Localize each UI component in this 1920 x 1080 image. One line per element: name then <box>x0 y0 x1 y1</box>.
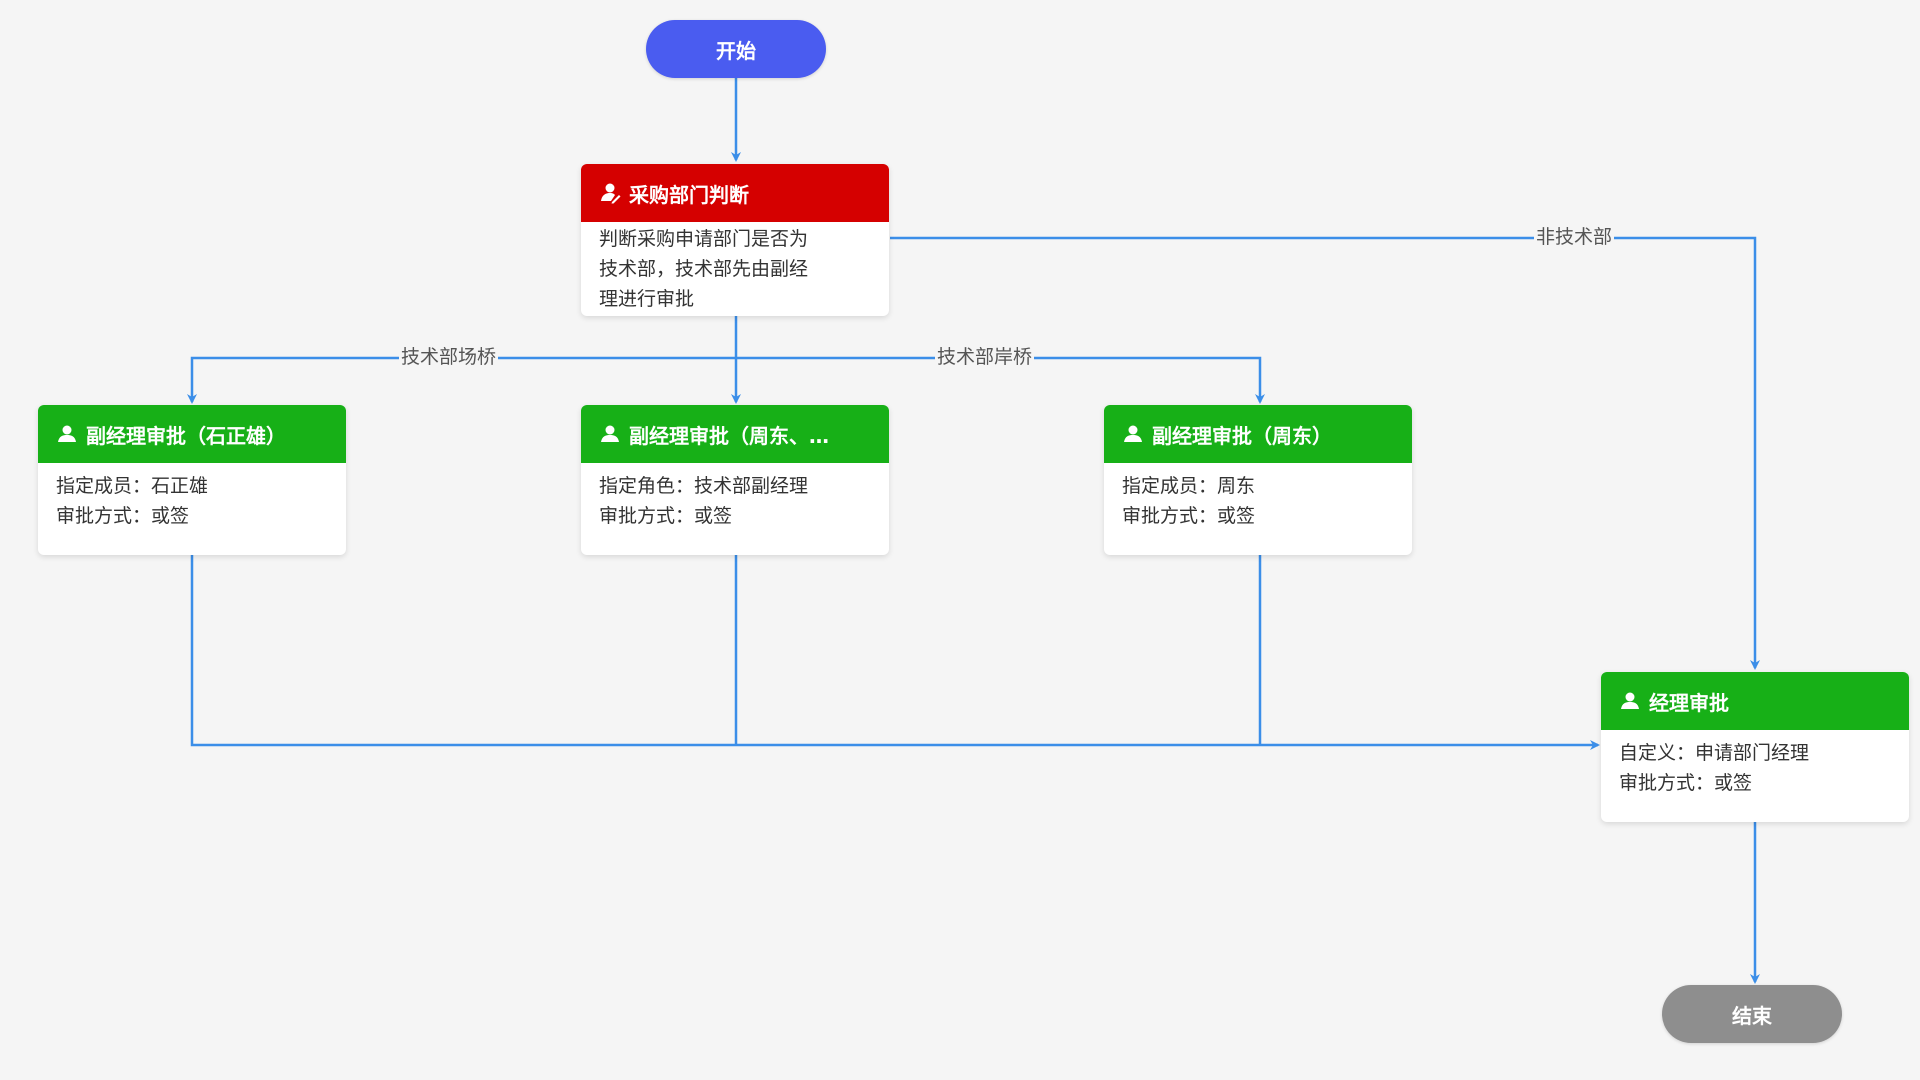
approval-detail-line: 指定成员：石正雄 <box>56 475 209 497</box>
decision-desc-line: 技术部，技术部先由副经 <box>599 258 809 280</box>
edge-approval-1-to-manager <box>190 555 1600 750</box>
approval-node-3-header: 副经理审批（周东） <box>1104 405 1412 463</box>
approval-node-2-title: 副经理审批（周东、… <box>629 423 829 448</box>
user-icon <box>56 423 78 445</box>
end-node[interactable]: 结束 <box>1662 985 1842 1043</box>
approval-node-3[interactable]: 副经理审批（周东） 指定成员：周东 审批方式：或签 <box>1104 405 1412 555</box>
decision-desc-line: 理进行审批 <box>599 288 695 310</box>
manager-approval-node-header: 经理审批 <box>1601 672 1909 730</box>
user-icon <box>1619 690 1641 712</box>
start-node[interactable]: 开始 <box>646 20 826 78</box>
decision-node-body: 判断采购申请部门是否为 技术部，技术部先由副经 理进行审批 <box>581 222 889 316</box>
approval-node-1-header: 副经理审批（石正雄） <box>38 405 346 463</box>
approval-node-2[interactable]: 副经理审批（周东、… 指定角色：技术部副经理 审批方式：或签 <box>581 405 889 555</box>
approval-detail-line: 指定角色：技术部副经理 <box>599 475 809 497</box>
decision-node-header: 采购部门判断 <box>581 164 889 222</box>
approval-detail-line: 审批方式：或签 <box>1122 505 1256 527</box>
approval-node-3-body: 指定成员：周东 审批方式：或签 <box>1104 463 1412 543</box>
approval-node-1[interactable]: 副经理审批（石正雄） 指定成员：石正雄 审批方式：或签 <box>38 405 346 555</box>
approval-detail-line: 审批方式：或签 <box>56 505 190 527</box>
approval-detail-line: 自定义：申请部门经理 <box>1619 742 1810 764</box>
approval-node-2-body: 指定角色：技术部副经理 审批方式：或签 <box>581 463 889 543</box>
decision-node[interactable]: 采购部门判断 判断采购申请部门是否为 技术部，技术部先由副经 理进行审批 <box>581 164 889 316</box>
decision-node-title: 采购部门判断 <box>629 182 749 207</box>
user-icon <box>1122 423 1144 445</box>
user-icon <box>599 423 621 445</box>
decision-desc-line: 判断采购申请部门是否为 <box>599 228 809 250</box>
approval-detail-line: 审批方式：或签 <box>599 505 733 527</box>
approval-node-1-title: 副经理审批（石正雄） <box>86 423 286 448</box>
approver-stamp-icon <box>599 182 621 204</box>
approval-node-1-body: 指定成员：石正雄 审批方式：或签 <box>38 463 346 543</box>
approval-node-2-header: 副经理审批（周东、… <box>581 405 889 463</box>
edge-label-non-tech: 非技术部 <box>1534 226 1615 248</box>
approval-detail-line: 审批方式：或签 <box>1619 772 1753 794</box>
manager-approval-node[interactable]: 经理审批 自定义：申请部门经理 审批方式：或签 <box>1601 672 1909 822</box>
manager-approval-node-title: 经理审批 <box>1649 690 1729 715</box>
edge-label-tech-yangqiao: 技术部场桥 <box>399 346 499 368</box>
approval-node-3-title: 副经理审批（周东） <box>1152 423 1332 448</box>
edge-label-tech-anqiao: 技术部岸桥 <box>935 346 1035 368</box>
approval-detail-line: 指定成员：周东 <box>1122 475 1256 497</box>
manager-approval-node-body: 自定义：申请部门经理 审批方式：或签 <box>1601 730 1909 810</box>
